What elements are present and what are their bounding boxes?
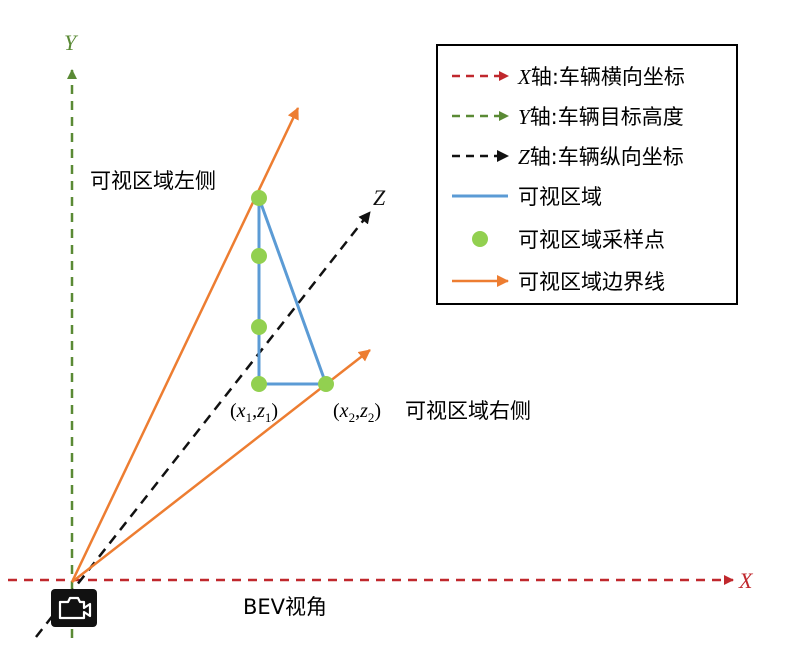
- sample-point: [251, 190, 267, 206]
- y-axis-label: Y: [64, 30, 79, 55]
- legend-boundary-label: 可视区域边界线: [518, 270, 665, 294]
- label-left-side: 可视区域左侧: [90, 169, 216, 193]
- visible-region: [257, 197, 329, 386]
- z-axis-line: [35, 211, 371, 638]
- sample-point: [251, 248, 267, 264]
- legend-y-axis-label: Y轴:车辆目标高度: [518, 105, 684, 129]
- sample-point: [318, 376, 334, 392]
- legend-z-axis-label: Z轴:车辆纵向坐标: [518, 145, 684, 169]
- label-right-side: 可视区域右侧: [405, 399, 531, 423]
- legend-samples-label: 可视区域采样点: [518, 228, 665, 252]
- camera-icon: [51, 589, 97, 627]
- legend-samples-swatch: [472, 231, 488, 247]
- sample-point: [251, 376, 267, 392]
- legend-box: [436, 44, 738, 305]
- legend: X轴:车辆横向坐标 Y轴:车辆目标高度 Z轴:车辆纵向坐标 可视区域 可视区域采…: [436, 44, 738, 305]
- label-point-2: (x2,z2): [333, 400, 381, 425]
- label-bev-view: BEV视角: [243, 595, 327, 619]
- legend-x-axis-label: X轴:车辆横向坐标: [517, 65, 685, 89]
- x-axis-label: X: [738, 568, 754, 593]
- legend-region-label: 可视区域: [518, 185, 602, 209]
- boundary-line-left: [70, 107, 300, 583]
- z-axis-label: Z: [373, 185, 386, 210]
- label-point-1: (x1,z1): [230, 400, 278, 425]
- sample-point: [251, 319, 267, 335]
